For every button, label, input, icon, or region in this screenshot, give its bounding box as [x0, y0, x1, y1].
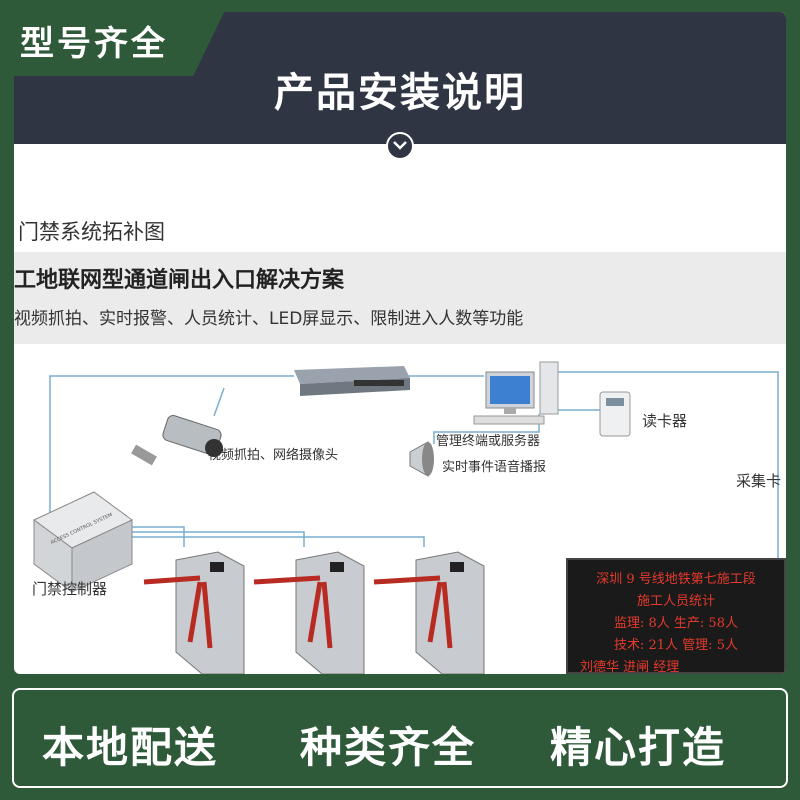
diagram-title: 门禁系统拓补图	[18, 220, 165, 244]
collector-label: 采集卡	[736, 472, 782, 490]
reader-label: 读卡器	[642, 412, 688, 430]
solution-band: 工地联网型通道闸出入口解决方案 视频抓拍、实时报警、人员统计、LED屏显示、限制…	[14, 252, 786, 344]
turnstile-icon	[373, 551, 485, 674]
topology-diagram	[33, 361, 779, 674]
led-line: 监理: 8人 生产: 58人	[614, 616, 738, 631]
controller-label: 门禁控制器	[32, 580, 108, 598]
footer-banner: 本地配送 种类齐全 精心打造	[12, 688, 788, 788]
camera-icon	[131, 415, 223, 466]
turnstile-icon	[143, 551, 245, 674]
led-display: 深圳 9 号线地铁第七施工段 施工人员统计 监理: 8人 生产: 58人 技术:…	[566, 558, 786, 674]
page-title: 产品安装说明	[274, 70, 526, 116]
led-line: 深圳 9 号线地铁第七施工段	[596, 572, 756, 587]
solution-title: 工地联网型通道闸出入口解决方案	[14, 268, 345, 293]
led-line: 技术: 21人 管理: 5人	[614, 638, 738, 653]
solution-subtitle: 视频抓拍、实时报警、人员统计、LED屏显示、限制进入人数等功能	[14, 309, 524, 329]
chevron-down-icon[interactable]	[386, 132, 414, 160]
speaker-label: 实时事件语音播报	[442, 460, 547, 475]
speaker-icon	[409, 441, 434, 477]
footer-item: 本地配送	[42, 723, 219, 772]
led-line: 施工人员统计	[636, 594, 715, 609]
led-line: 刘德华 进闸 经理	[580, 660, 680, 674]
footer-item: 种类齐全	[300, 723, 477, 772]
camera-label: 视频抓拍、网络摄像头	[208, 448, 339, 463]
access-controller-icon	[33, 491, 133, 593]
turnstile-icon	[253, 551, 365, 674]
corner-tag: 型号齐全	[0, 0, 230, 76]
server-label: 管理终端或服务器	[436, 434, 541, 449]
footer-item: 精心打造	[550, 723, 727, 772]
computer-icon	[473, 361, 559, 425]
card-reader-icon	[599, 391, 631, 437]
content-panel: 产品安装说明 门禁系统拓补图 工地联网型通道闸出入口解决方案 视频抓拍、实时报警…	[14, 12, 786, 674]
corner-tag-text: 型号齐全	[20, 24, 168, 64]
network-switch-icon	[294, 366, 410, 396]
